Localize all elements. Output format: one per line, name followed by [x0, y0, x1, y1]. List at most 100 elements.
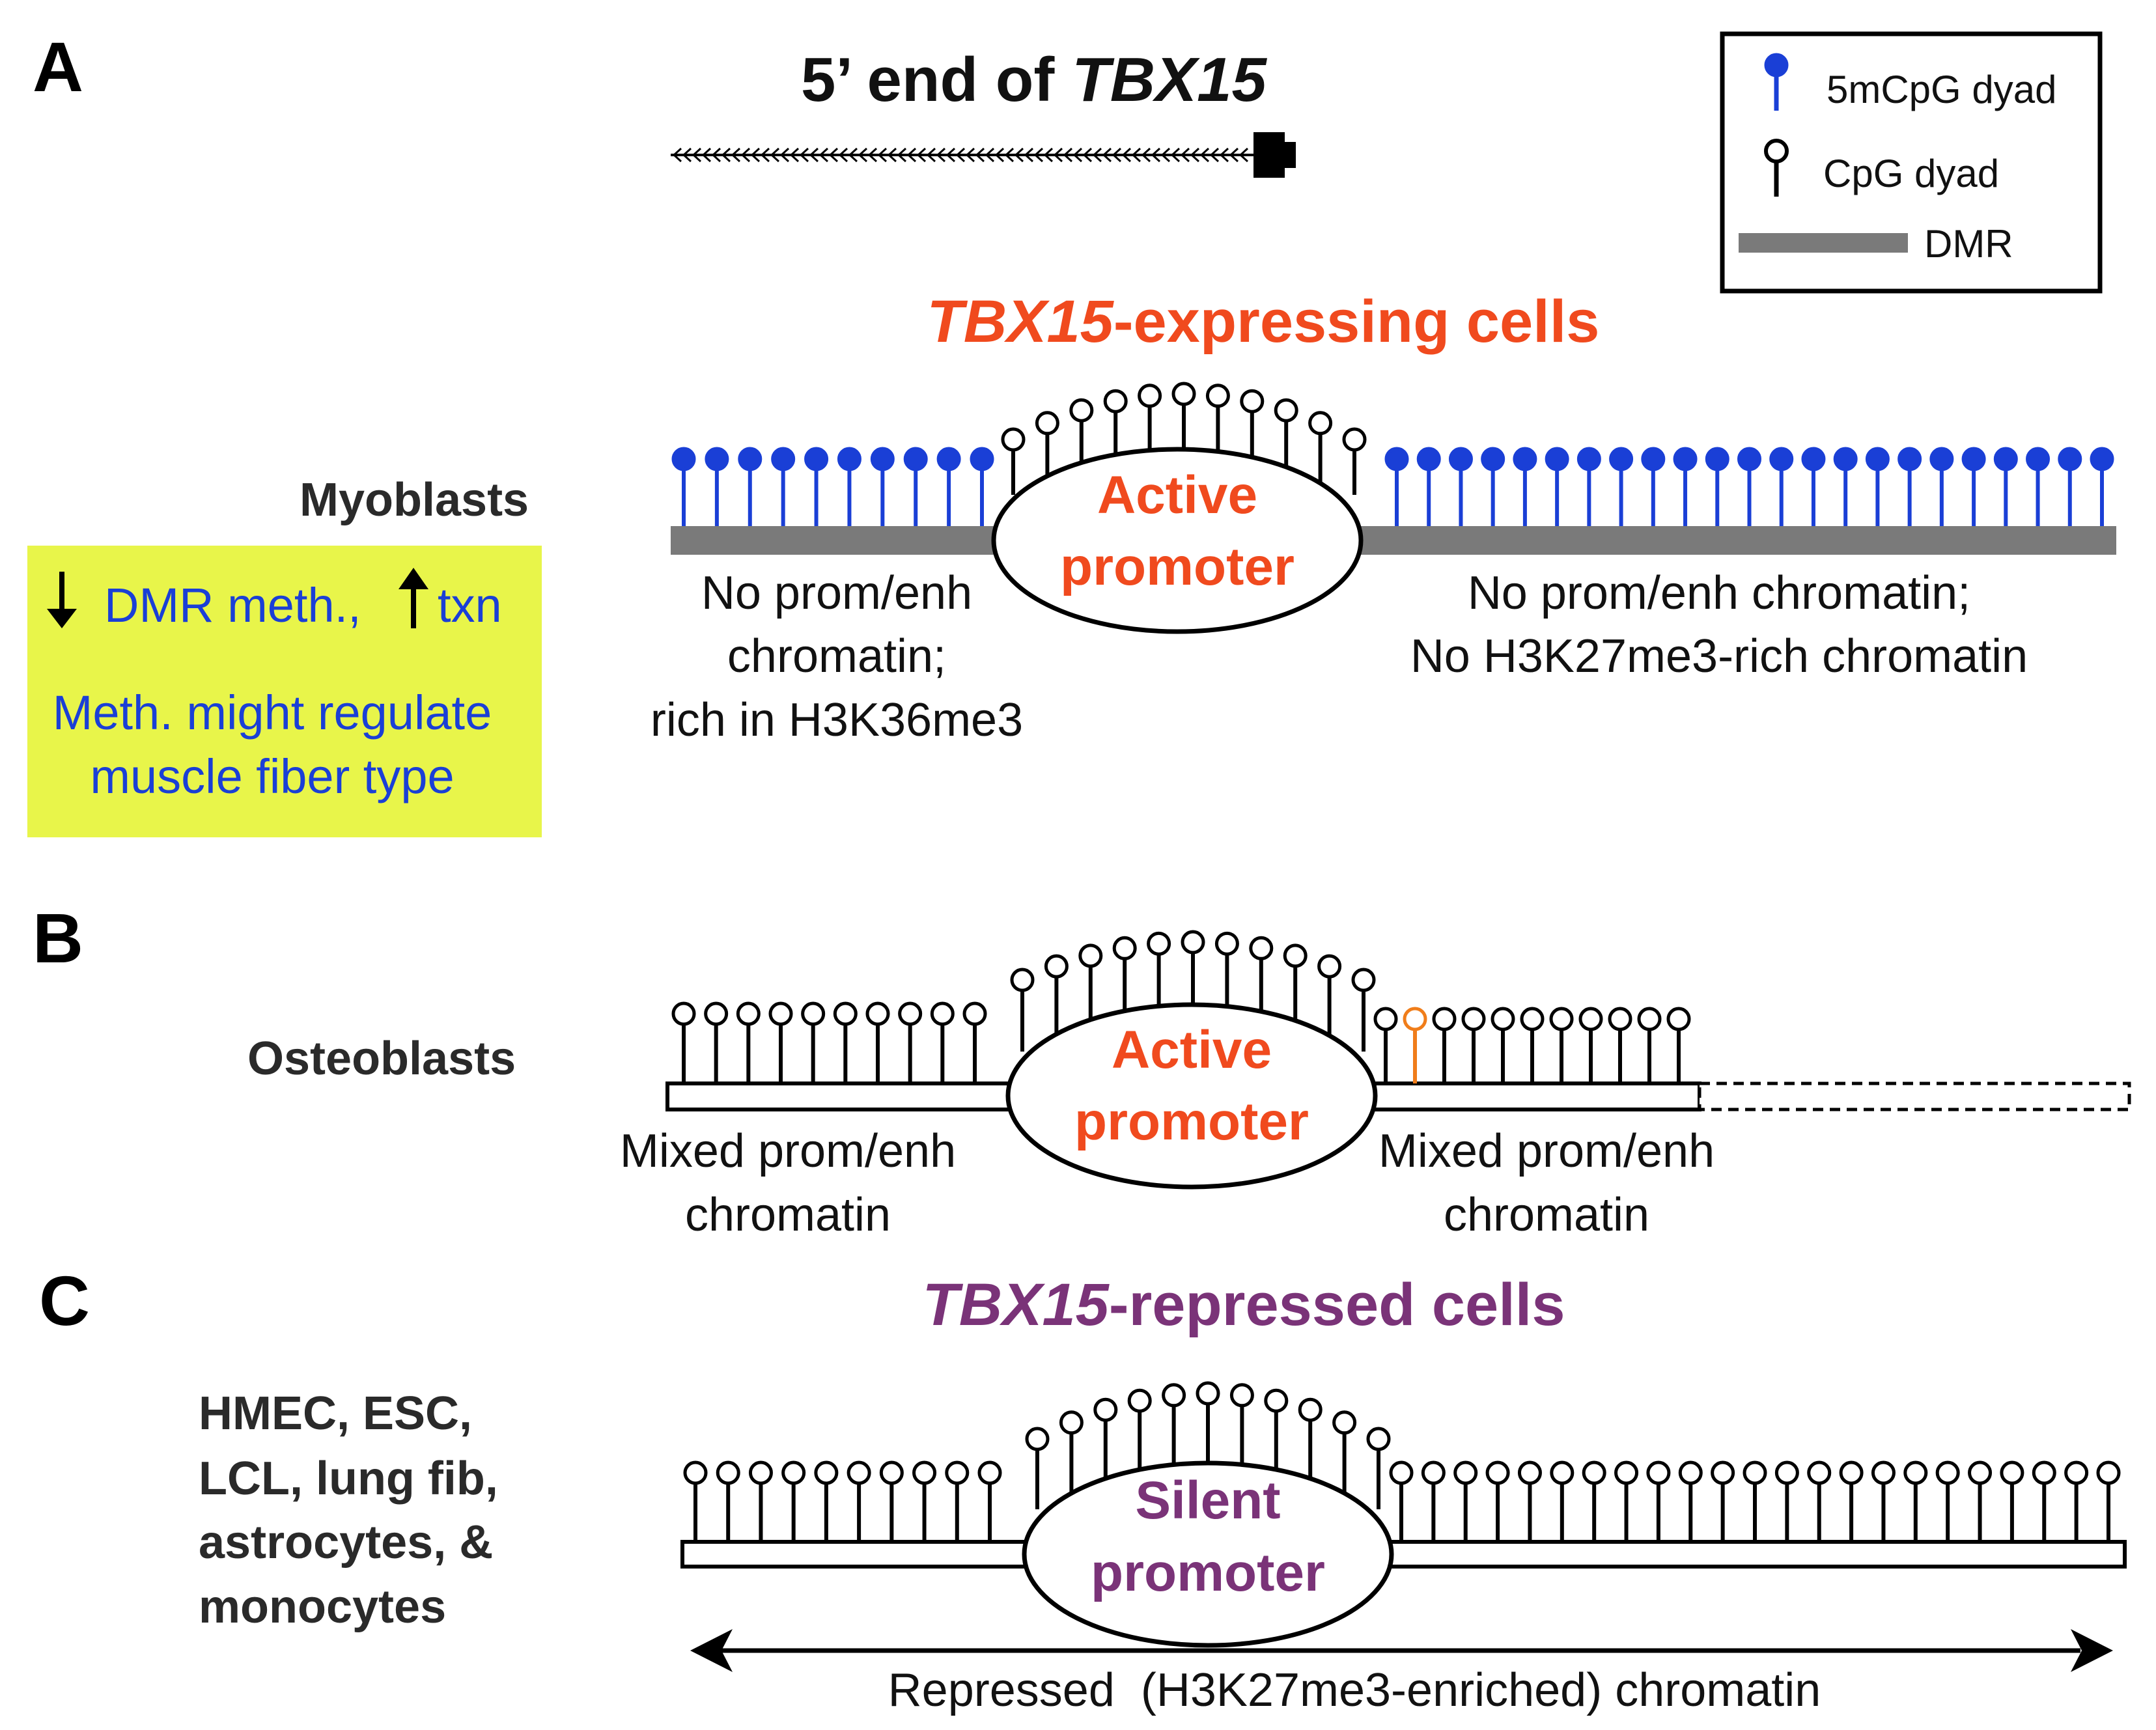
strand-chevron — [672, 147, 682, 163]
strand-chevron — [975, 147, 985, 163]
methylated-cpg-site — [1833, 447, 1858, 526]
unmethylated-cpg-site — [716, 1460, 740, 1542]
methylated-cpg-site — [1576, 447, 1601, 526]
unmethylated-cpg-site — [801, 1001, 826, 1083]
strand-chevron — [750, 147, 761, 163]
unmethylated-cpg-site — [1389, 1460, 1414, 1542]
myoblasts-cpg-sites — [671, 382, 2114, 526]
myoblasts-promoter-line1: Active — [1097, 466, 1257, 525]
unmethylated-cpg-site — [748, 1460, 773, 1542]
osteoblasts-right-note-2: chromatin — [1444, 1189, 1649, 1241]
repressed-promoter-line2: promoter — [1091, 1543, 1325, 1602]
strand-chevron — [799, 147, 809, 163]
unmethylated-cpg-site — [1608, 1007, 1632, 1083]
strand-chevron — [1102, 147, 1112, 163]
unmethylated-cpg-site — [1491, 1007, 1515, 1083]
unmethylated-cpg-site — [898, 1001, 923, 1083]
strand-chevron — [887, 147, 897, 163]
panel-label-c: C — [39, 1261, 90, 1340]
myoblasts-left-note-3: rich in H3K36me3 — [651, 694, 1023, 746]
highlight-line2: Meth. might regulate — [53, 686, 492, 740]
legend-unmethylated-icon — [1764, 139, 1789, 197]
strand-chevron — [1180, 147, 1190, 163]
methylated-cpg-site — [2090, 447, 2114, 526]
strand-chevron — [721, 147, 731, 163]
methylated-cpg-site — [1801, 447, 1826, 526]
unmethylated-cpg-site — [1637, 1007, 1662, 1083]
unmethylated-cpg-site — [962, 1001, 987, 1083]
unmethylated-cpg-site — [1678, 1460, 1703, 1542]
unmethylated-cpg-site — [1342, 427, 1367, 495]
strand-chevron — [1004, 147, 1015, 163]
strand-chevron — [985, 147, 995, 163]
unmethylated-cpg-site — [1774, 1460, 1799, 1542]
gene-header-title: 5’ end of TBX15 — [801, 45, 1267, 115]
unmethylated-cpg-site — [1614, 1460, 1639, 1542]
repressed-double-arrow — [690, 1629, 2113, 1672]
strand-chevron — [848, 147, 858, 163]
osteoblasts-bar-dashed-extension — [1698, 1081, 2131, 1111]
osteoblasts-promoter-ellipse — [1005, 1002, 1378, 1190]
expressing-cells-title: TBX15-expressing cells — [927, 288, 1600, 355]
strand-chevron — [858, 147, 868, 163]
osteoblasts-label: Osteoblasts — [247, 1033, 516, 1085]
myoblasts-right-note-1: No prom/enh chromatin; — [1468, 567, 1970, 619]
unmethylated-cpg-site — [1517, 1460, 1542, 1542]
repressed-promoter-ellipse — [1022, 1460, 1394, 1648]
unmethylated-cpg-site — [1366, 1427, 1391, 1509]
unmethylated-cpg-site — [1807, 1460, 1832, 1542]
repressed-cell-types-3: astrocytes, & — [199, 1516, 493, 1569]
osteoblasts-promoter-line1: Active — [1112, 1020, 1272, 1080]
unmethylated-cpg-site — [814, 1460, 839, 1542]
unmethylated-cpg-site — [1871, 1460, 1896, 1542]
unmethylated-cpg-site — [781, 1460, 806, 1542]
methylated-cpg-site — [1769, 447, 1794, 526]
myoblasts-left-note-1: No prom/enh — [701, 567, 972, 619]
methylated-cpg-site — [2026, 447, 2051, 526]
strand-chevron — [1072, 147, 1083, 163]
unmethylated-cpg-site — [833, 1001, 858, 1083]
methylated-cpg-site — [1384, 447, 1409, 526]
unmethylated-cpg-site — [879, 1460, 904, 1542]
methylated-cpg-site — [1416, 447, 1441, 526]
legend-unmethylated-label: CpG dyad — [1823, 152, 1999, 195]
arrow-left-head — [690, 1629, 733, 1672]
unmethylated-cpg-site — [1968, 1460, 1993, 1542]
strand-chevron — [1082, 147, 1093, 163]
strand-chevron — [789, 147, 800, 163]
unmethylated-cpg-site — [1903, 1460, 1928, 1542]
osteoblasts-promoter-line2: promoter — [1074, 1092, 1309, 1151]
strand-chevron — [828, 147, 839, 163]
unmethylated-cpg-site — [1935, 1460, 1960, 1542]
repressed-cells-suffix: -repressed cells — [1109, 1272, 1565, 1338]
methylated-cpg-site — [1545, 447, 1569, 526]
strand-chevron — [1151, 147, 1161, 163]
strand-chevron — [838, 147, 848, 163]
strand-chevron — [701, 147, 712, 163]
unmethylated-cpg-site — [1214, 931, 1239, 1052]
myoblasts-left-note-2: chromatin; — [727, 630, 946, 682]
highlight-txn: txn — [438, 578, 502, 632]
exon-block-tail — [1281, 142, 1296, 168]
myoblasts-promoter-line2: promoter — [1060, 537, 1295, 596]
repressed-cpg-sites — [683, 1381, 2121, 1542]
methylated-cpg-site — [671, 447, 696, 526]
strand-chevron — [1121, 147, 1132, 163]
strand-chevron — [1239, 147, 1249, 163]
strand-chevron — [740, 147, 751, 163]
arrow-right-head — [2071, 1629, 2113, 1672]
unmethylated-cpg-site — [865, 1001, 890, 1083]
methylated-cpg-site — [870, 447, 895, 526]
strand-chevron — [1170, 147, 1181, 163]
gene-header-prefix: 5’ end of — [801, 45, 1072, 115]
strand-chevron — [945, 147, 956, 163]
strand-chevron — [994, 147, 1005, 163]
strand-chevron — [955, 147, 966, 163]
strand-chevron — [936, 147, 946, 163]
repressed-promoter-line1: Silent — [1135, 1471, 1280, 1530]
legend-dmr-label: DMR — [1924, 222, 2013, 266]
methylated-cpg-site — [2058, 447, 2082, 526]
methylated-cpg-site — [771, 447, 796, 526]
strand-chevron — [682, 147, 692, 163]
